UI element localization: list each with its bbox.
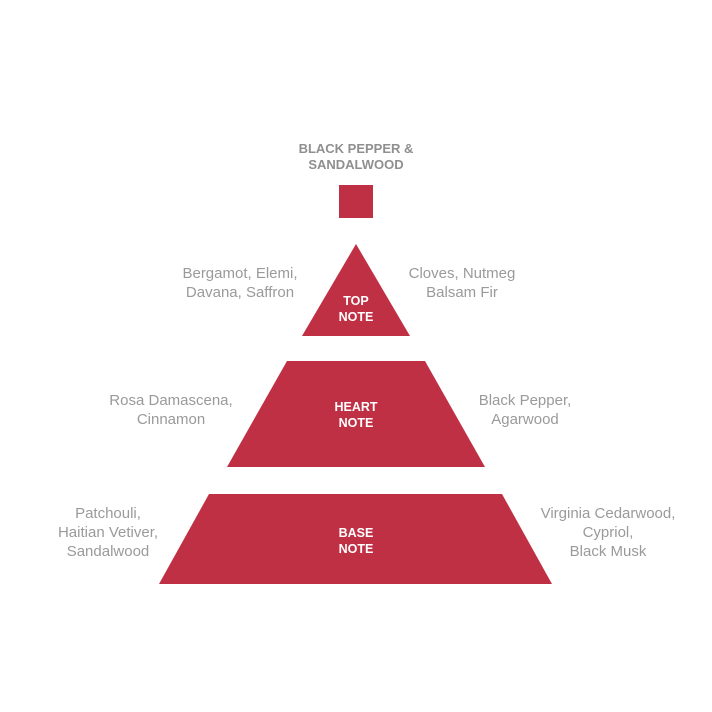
heart-note-right-ingredients: Black Pepper, Agarwood [478, 392, 572, 428]
base-note-trapezoid [159, 494, 552, 584]
base-note-right-ingredients: Virginia Cedarwood, Cypriol, Black Musk [540, 505, 676, 560]
base-note-label: BASE NOTE [338, 526, 374, 556]
top-note-label: TOP NOTE [338, 294, 374, 324]
heart-note-trapezoid [227, 361, 485, 467]
top-note-right-ingredients: Cloves, Nutmeg Balsam Fir [408, 265, 516, 301]
top-note-triangle [302, 244, 410, 336]
product-title: BLACK PEPPER & SANDALWOOD [298, 141, 414, 172]
base-note-left-ingredients: Patchouli, Haitian Vetiver, Sandalwood [57, 505, 159, 560]
heart-note-label: HEART NOTE [334, 400, 378, 430]
top-note-left-ingredients: Bergamot, Elemi, Davana, Saffron [182, 265, 298, 301]
color-swatch [339, 185, 373, 218]
heart-note-left-ingredients: Rosa Damascena, Cinnamon [109, 392, 233, 428]
